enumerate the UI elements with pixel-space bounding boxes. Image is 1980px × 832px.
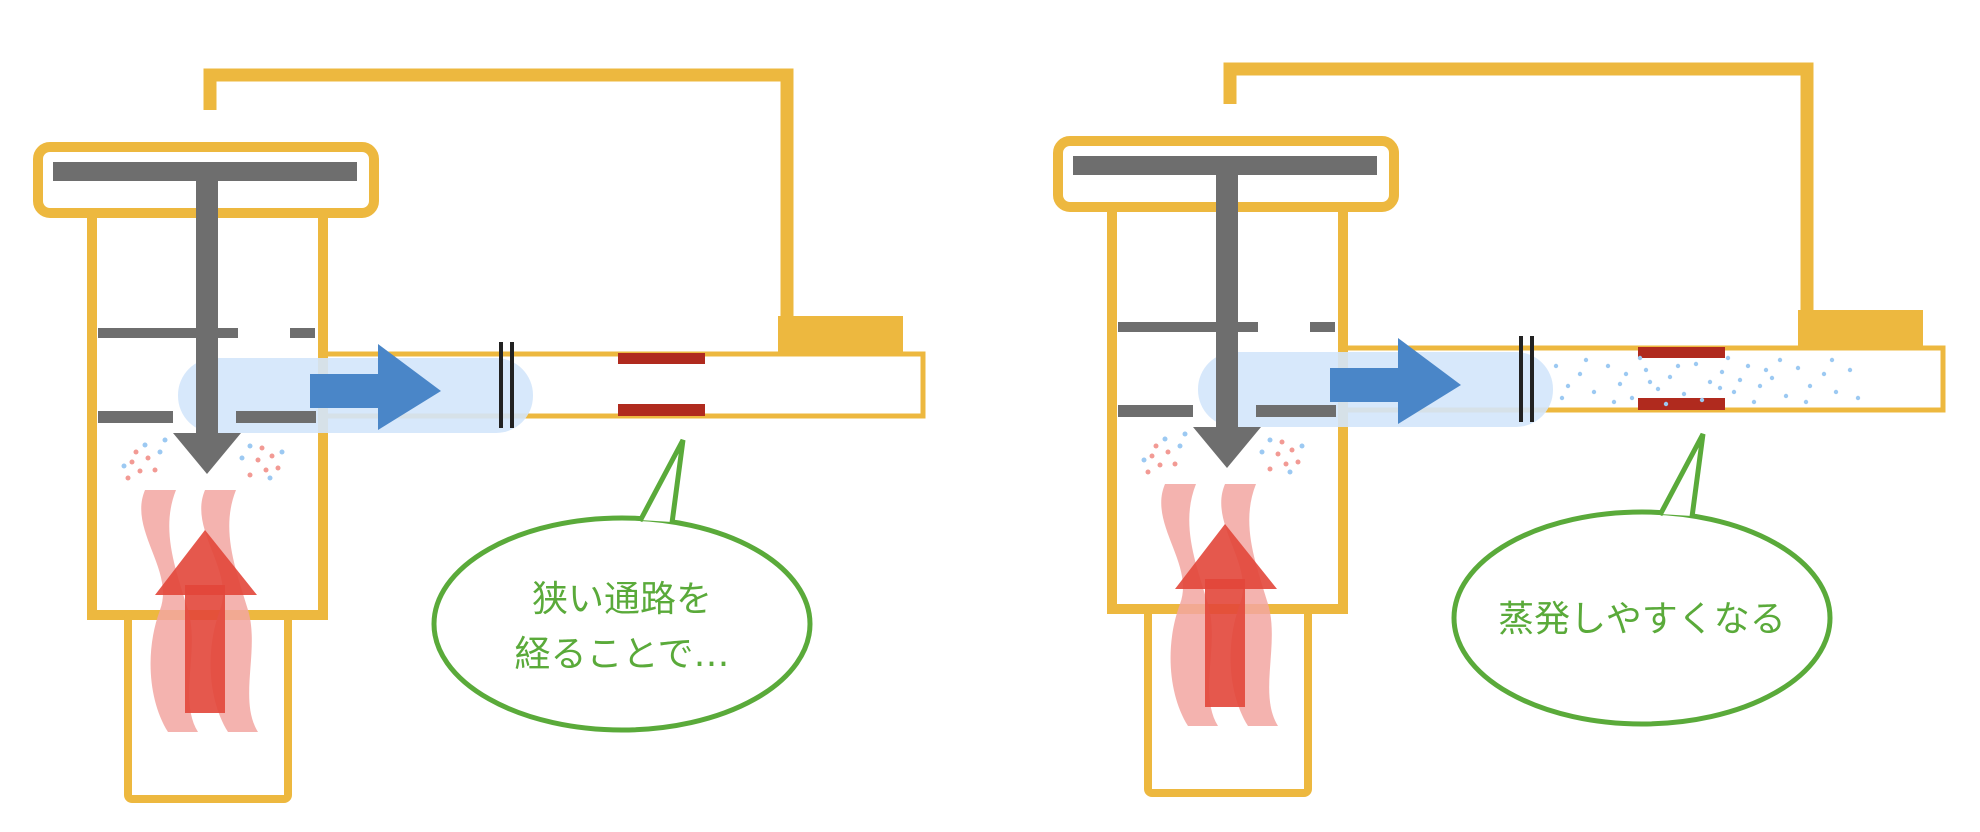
caption-line: 狭い通路を [532, 579, 712, 620]
caption-line: 経ることで… [515, 634, 730, 675]
valve-diagram-right: 蒸発しやすくなる [1058, 69, 1943, 793]
vapor-spray [1553, 355, 1861, 407]
valve-diagram-left: 狭い通路を 経ることで… [38, 75, 923, 799]
speech-bubble-left [431, 438, 813, 733]
caption-line: 蒸発しやすくなる [1498, 599, 1786, 640]
speech-bubble-right [1451, 432, 1833, 727]
